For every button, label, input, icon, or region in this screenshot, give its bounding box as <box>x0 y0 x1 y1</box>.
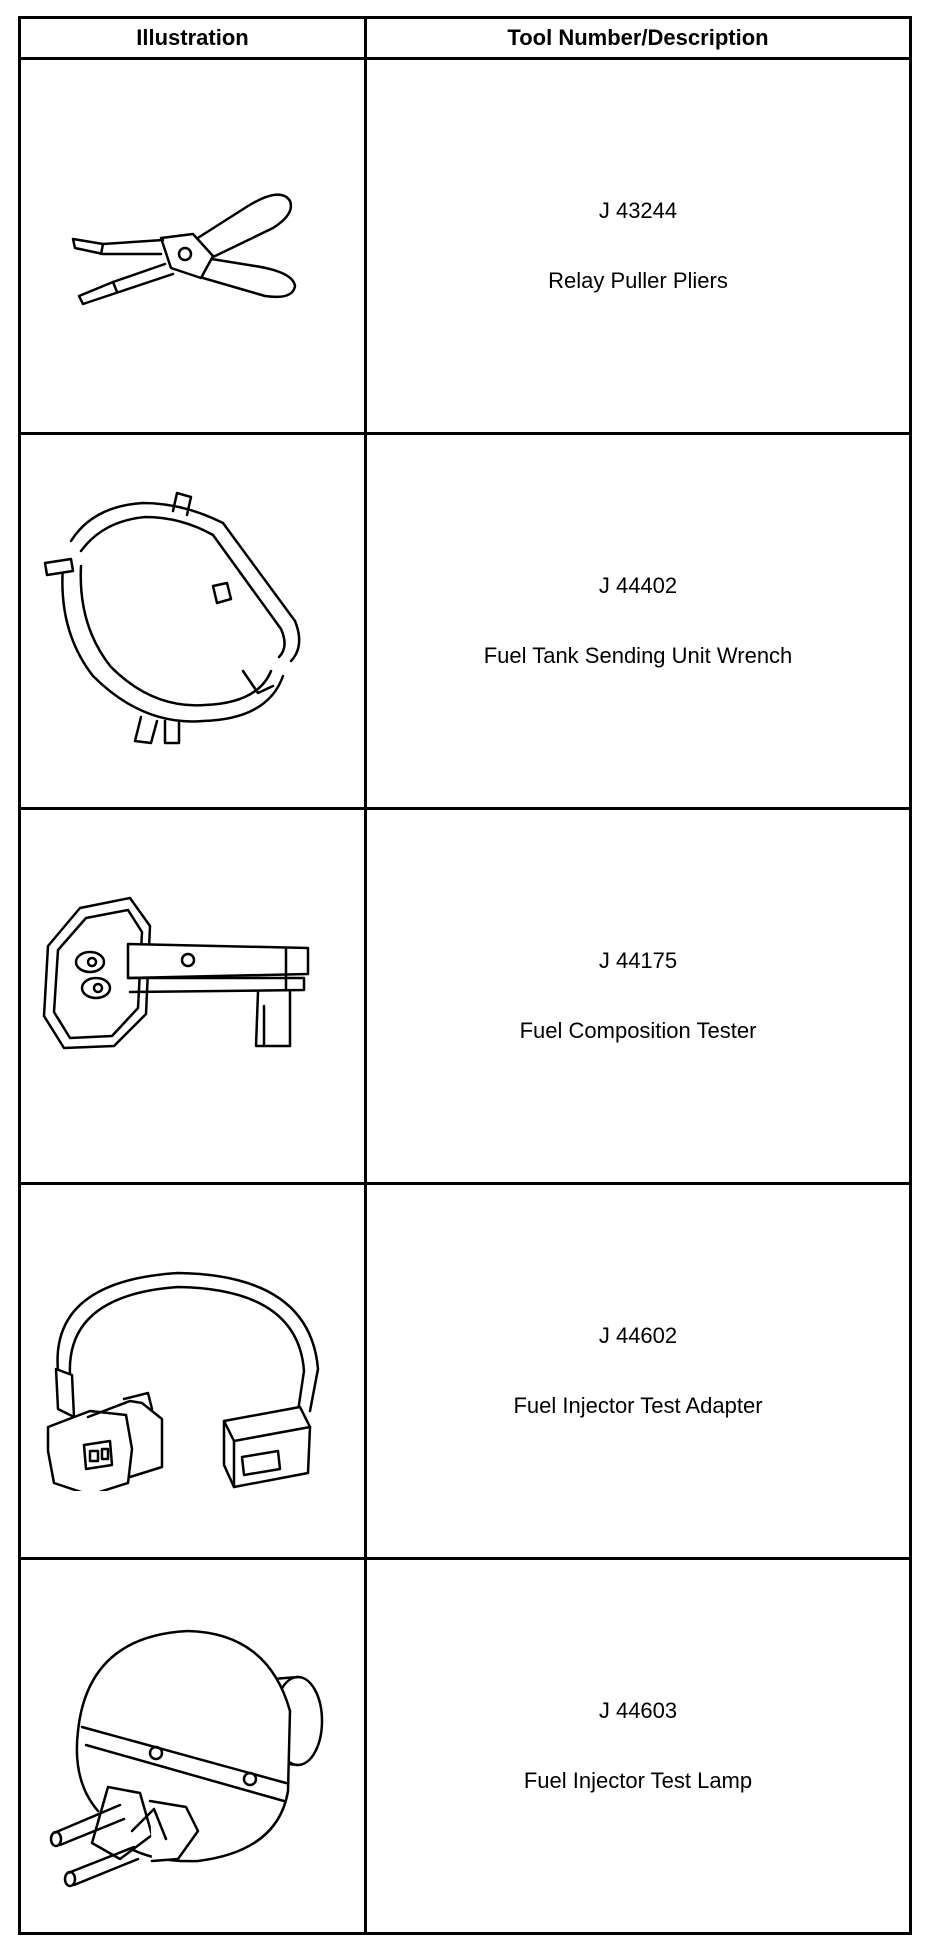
table-row: J 44603 Fuel Injector Test Lamp <box>18 1557 912 1935</box>
illustration-cell <box>18 807 367 1185</box>
injector-test-lamp-icon <box>28 1591 358 1901</box>
description-cell: J 43244 Relay Puller Pliers <box>364 57 912 435</box>
table-row: J 44402 Fuel Tank Sending Unit Wrench <box>18 432 912 810</box>
illustration-cell <box>18 57 367 435</box>
tool-number: J 44175 <box>598 948 678 973</box>
fuel-composition-tester-icon <box>28 886 358 1106</box>
illustration-cell <box>18 1182 367 1560</box>
relay-puller-pliers-icon <box>43 146 343 346</box>
tool-number: J 43244 <box>598 198 678 223</box>
tool-description: Fuel Injector Test Adapter <box>513 1393 763 1418</box>
table-row: J 43244 Relay Puller Pliers <box>18 57 912 435</box>
tool-number: J 44603 <box>598 1698 678 1723</box>
tool-description: Fuel Injector Test Lamp <box>523 1768 753 1793</box>
special-tools-table: Illustration Tool Number/Description <box>18 16 912 1935</box>
description-cell: J 44402 Fuel Tank Sending Unit Wrench <box>364 432 912 810</box>
sending-unit-wrench-icon <box>33 471 353 771</box>
tool-number: J 44602 <box>598 1323 678 1348</box>
header-illustration: Illustration <box>18 16 367 60</box>
tool-description: Relay Puller Pliers <box>548 268 728 293</box>
header-row: Illustration Tool Number/Description <box>18 16 912 60</box>
tool-description: Fuel Composition Tester <box>519 1018 757 1043</box>
illustration-cell <box>18 1557 367 1935</box>
description-cell: J 44175 Fuel Composition Tester <box>364 807 912 1185</box>
header-tool-description: Tool Number/Description <box>364 16 912 60</box>
tool-description: Fuel Tank Sending Unit Wrench <box>483 643 793 668</box>
tool-number: J 44402 <box>598 573 678 598</box>
description-cell: J 44603 Fuel Injector Test Lamp <box>364 1557 912 1935</box>
table-row: J 44602 Fuel Injector Test Adapter <box>18 1182 912 1560</box>
description-cell: J 44602 Fuel Injector Test Adapter <box>364 1182 912 1560</box>
injector-test-adapter-icon <box>28 1251 358 1491</box>
table-row: J 44175 Fuel Composition Tester <box>18 807 912 1185</box>
illustration-cell <box>18 432 367 810</box>
